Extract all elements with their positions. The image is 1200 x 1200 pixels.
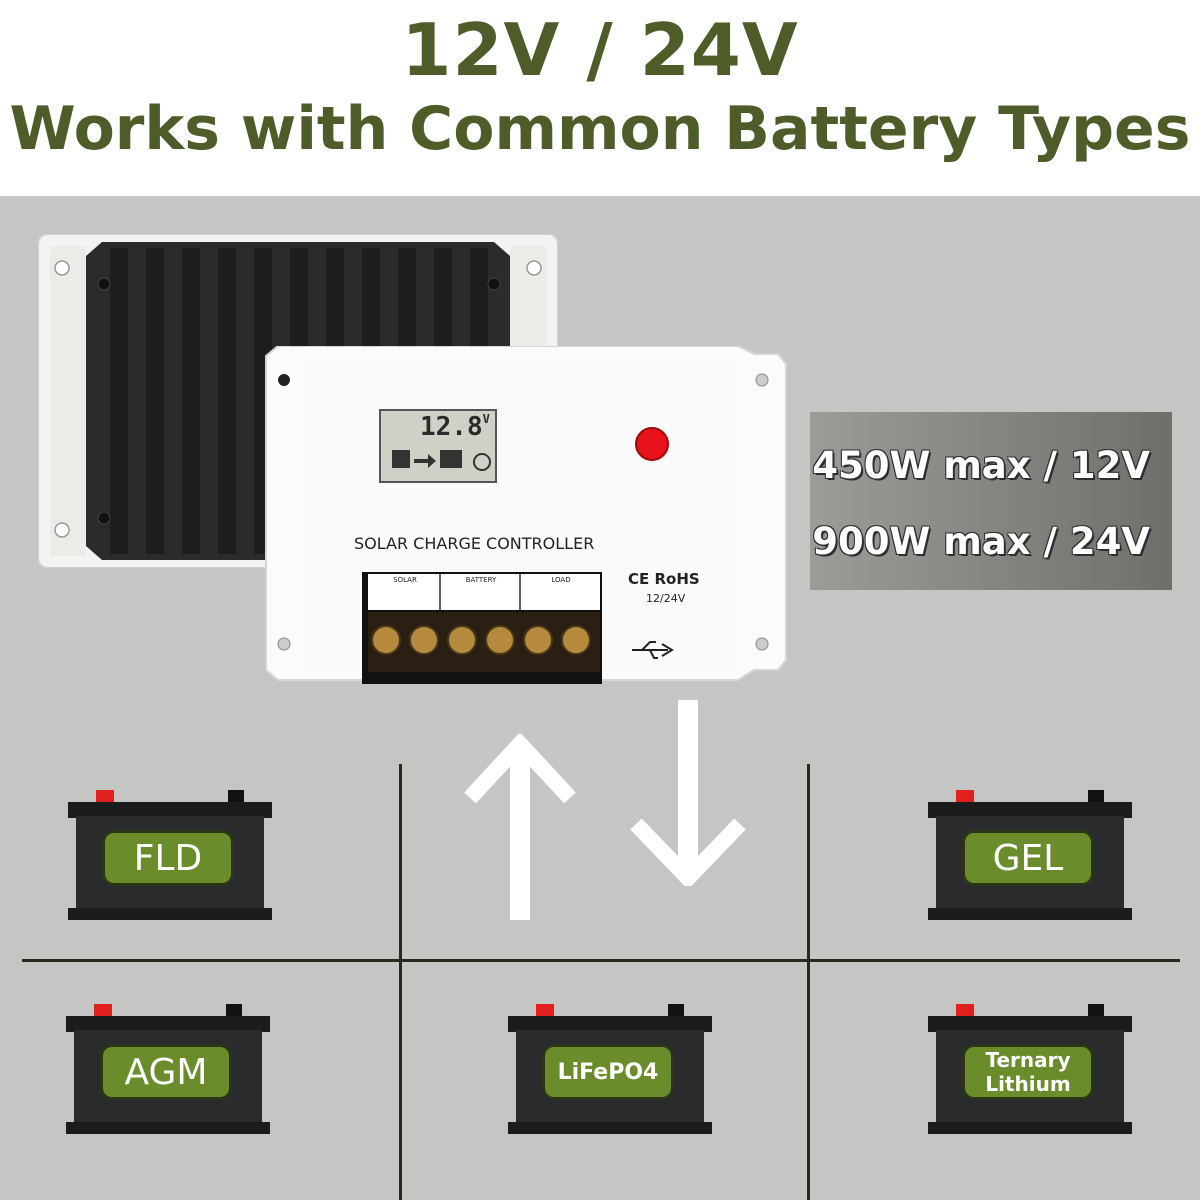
battery-agm: AGM <box>66 1004 270 1134</box>
battery-label: GEL <box>962 830 1094 886</box>
arrow-up-icon <box>464 734 576 920</box>
grid-divider-vertical-left <box>399 764 402 1200</box>
grid-divider-horizontal <box>22 959 1180 962</box>
header-banner: 12V / 24V Works with Common Battery Type… <box>0 0 1200 196</box>
grid-divider-vertical-right <box>807 764 810 1200</box>
voltage-label: 12/24V <box>646 592 686 605</box>
battery-label: Ternary Lithium <box>962 1044 1094 1100</box>
battery-label: LiFePO4 <box>542 1044 674 1100</box>
arrow-down-icon <box>630 700 746 886</box>
spec-line-24v: 900W max / 24V <box>812 520 1150 563</box>
page-subtitle: Works with Common Battery Types <box>9 94 1191 164</box>
power-spec-box: 450W max / 12V 900W max / 24V <box>810 412 1172 590</box>
lcd-unit: V <box>482 412 490 426</box>
spec-line-12v: 450W max / 12V <box>812 444 1150 487</box>
page-title: 12V / 24V <box>401 8 799 92</box>
battery-lifepo4: LiFePO4 <box>508 1004 712 1134</box>
certification-label: CE RoHS <box>628 570 700 588</box>
terminal-label-battery: BATTERY <box>465 576 497 584</box>
lcd-reading: 12.8V <box>420 412 490 442</box>
terminal-label-load: LOAD <box>551 576 571 584</box>
battery-label: AGM <box>100 1044 232 1100</box>
lcd-value: 12.8 <box>420 412 483 442</box>
battery-fld: FLD <box>68 790 272 920</box>
controller-name-label: SOLAR CHARGE CONTROLLER <box>354 534 595 553</box>
battery-ternary-lithium: Ternary Lithium <box>928 1004 1132 1134</box>
terminal-label-solar: SOLAR <box>393 576 417 584</box>
controller-front-image <box>265 346 787 684</box>
battery-label: FLD <box>102 830 234 886</box>
battery-gel: GEL <box>928 790 1132 920</box>
